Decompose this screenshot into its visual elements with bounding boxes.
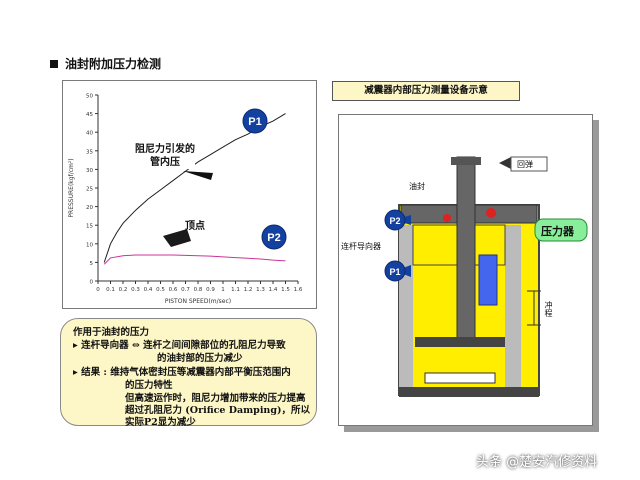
series-line-p1: [103, 113, 286, 263]
x-tick-label: 0: [96, 287, 100, 293]
x-tick-label: 0.1: [106, 287, 115, 293]
x-tick-label: 0.3: [131, 287, 140, 293]
rod-top-cap: [451, 157, 481, 165]
y-axis-label: PRESSURE(kgf/cm²): [68, 158, 75, 217]
note-line-4: 的压力特性: [125, 380, 173, 391]
oil-seal-right: [486, 208, 496, 218]
y-tick-label: 20: [86, 205, 93, 211]
x-tick-label: 1.4: [269, 287, 278, 293]
diagram-title: 减震器内部压力测量设备示意: [332, 81, 520, 101]
p1-badge-label: P1: [248, 116, 261, 128]
p1-badge: P1: [242, 108, 268, 134]
rod-guide-label: 连杆导向器: [341, 242, 381, 251]
x-tick-label: 1.1: [231, 287, 240, 293]
piston: [415, 337, 505, 347]
x-tick-label: 1.3: [256, 287, 265, 293]
shock-absorber-diagram: P2 P1 回弹 油封 连杆导向器 压力器 冲程: [338, 114, 593, 426]
pressure-gauge-label: 压力器: [541, 225, 574, 238]
pipe-pressure-callout-arrow: [183, 171, 213, 180]
y-tick-label: 0: [90, 280, 94, 286]
p2-badge-label: P2: [267, 232, 280, 244]
stroke-label: 冲程: [544, 301, 553, 317]
x-tick-label: 0.8: [194, 287, 203, 293]
x-tick-label: 0.9: [206, 287, 215, 293]
rebound-label-box: [510, 156, 548, 172]
oil-seal-label: 油封: [409, 182, 425, 191]
peak-callout: 顶点: [185, 221, 205, 232]
y-tick-label: 5: [90, 261, 94, 267]
note-line-2: 的油封部的压力减少: [157, 353, 243, 364]
x-axis-label: PISTON SPEED(m/sec): [165, 298, 231, 305]
series-line-p2: [103, 254, 286, 265]
y-tick-label: 25: [86, 187, 93, 193]
svg-text:P1: P1: [389, 267, 400, 277]
x-tick-label: 1.6: [294, 287, 303, 293]
y-tick-label: 30: [86, 168, 93, 174]
note-box: 作用于油封的压力 ▸ 连杆导向器 ⇔ 连杆之间间隙部位的孔阻尼力导致 的油封部的…: [60, 318, 317, 428]
rebound-arrow: [499, 157, 511, 169]
section-title: 油封附加压力检测: [65, 57, 162, 71]
x-tick-label: 0.4: [144, 287, 153, 293]
pressure-gauge: [534, 218, 588, 242]
note-line-6: 超过孔阻尼力 (Orifice Damping)，所以: [125, 405, 310, 416]
y-tick-label: 50: [86, 94, 93, 100]
base-cap: [399, 387, 539, 397]
piston-rod: [456, 156, 476, 343]
y-tick-label: 35: [86, 149, 93, 155]
x-tick-label: 1.5: [281, 287, 290, 293]
base-valve: [424, 372, 496, 384]
x-tick-label: 0.7: [181, 287, 190, 293]
title-bullet: [50, 60, 58, 68]
note-line-3: ▸ 结果 : 维持气体密封压等减震器内部平衡压范围内: [73, 367, 291, 378]
x-tick-label: 1.2: [244, 287, 253, 293]
note-line-7: 实际P2显为减少: [125, 417, 196, 428]
diagram-p1-badge: P1: [384, 260, 406, 282]
oil-seal-left: [443, 214, 451, 222]
pipe-pressure-callout: 阻尼力引发的 管内压: [135, 143, 195, 169]
x-tick-label: 1: [221, 287, 225, 293]
p2-badge: P2: [261, 224, 287, 250]
outer-tube-left-hatch: [399, 225, 413, 390]
watermark: 头条 @楚安汽修资料: [476, 455, 598, 470]
note-line-1: ▸ 连杆导向器 ⇔ 连杆之间间隙部位的孔阻尼力导致: [73, 340, 286, 351]
note-heading: 作用于油封的压力: [73, 327, 150, 338]
diagram-svg: P2 P1: [384, 156, 588, 397]
blue-chamber: [478, 254, 498, 306]
x-tick-label: 0.2: [119, 287, 128, 293]
y-tick-label: 40: [86, 131, 93, 137]
y-tick-label: 15: [86, 224, 93, 230]
y-tick-label: 10: [86, 242, 93, 248]
diagram-p2-badge: P2: [384, 209, 406, 231]
x-tick-label: 0.5: [156, 287, 165, 293]
outer-tube-right-hatch: [505, 225, 521, 390]
y-tick-label: 45: [86, 112, 93, 118]
svg-text:P2: P2: [389, 216, 400, 226]
x-tick-label: 0.6: [169, 287, 178, 293]
rebound-label: 回弹: [517, 160, 533, 169]
peak-callout-arrow: [163, 229, 191, 247]
note-line-5: 但高速运作时，阻尼力增加带来的压力提高: [125, 393, 306, 404]
